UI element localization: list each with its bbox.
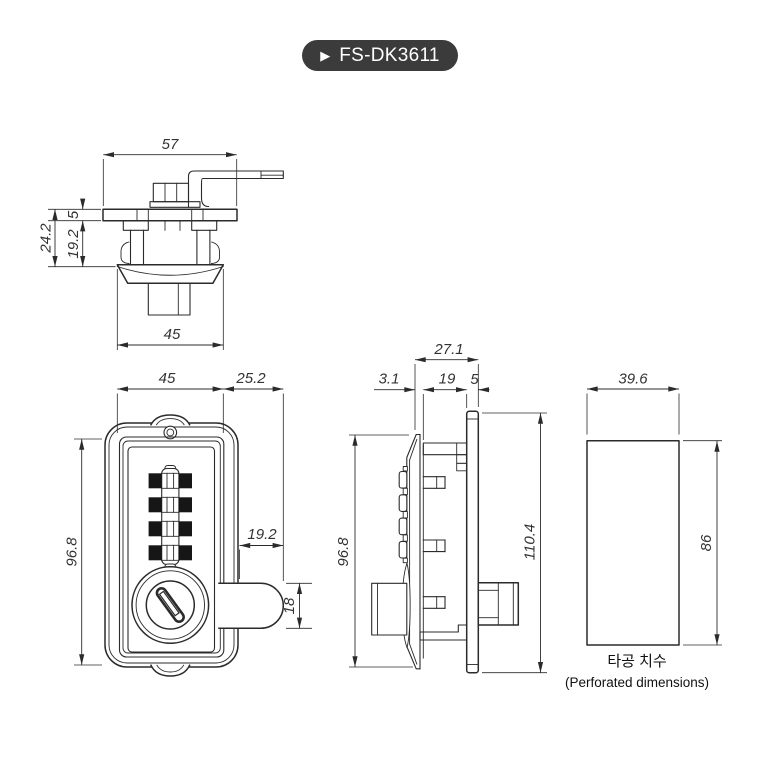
top-view: 57 [38,136,284,350]
dim-cutout-height: 86 [698,534,715,551]
dim-front-latch-length: 19.2 [247,526,277,543]
mounting-plate [465,410,480,674]
lock-shell [104,414,239,677]
dim-top-flange-thickness: 5 [65,210,82,219]
cutout-caption-korean: 타공 치수 [607,653,666,670]
latch-bolt [218,582,285,630]
dim-top-nut-width: 45 [164,326,181,343]
flange-plate [102,208,238,222]
dial-row-2 [148,496,192,513]
dim-side-front-thickness: 3.1 [379,371,400,388]
latch-block-profile [477,581,520,626]
lock-body-top [120,220,220,266]
cam-arm [187,170,284,208]
model-number: FS-DK3611 [339,44,440,66]
combination-dials [148,465,192,571]
dim-cutout-width: 39.6 [618,371,648,388]
play-icon: ▶ [320,48,331,63]
dim-side-body-depth: 19 [439,371,456,388]
key-cylinder [131,565,210,645]
dim-front-latch-extension: 25.2 [235,370,266,387]
dim-side-total-depth: 27.1 [433,341,463,358]
dim-side-plate-height: 110.4 [522,524,539,560]
dim-front-latch-height: 18 [281,597,298,614]
dial-wheels-profile [398,466,408,564]
spindle-nut [149,182,201,208]
dim-front-body-height: 96.8 [64,537,81,567]
cutout-caption-english: (Perforated dimensions) [565,675,709,690]
dim-front-body-width: 45 [159,370,176,387]
dim-top-overall-width: 57 [162,136,179,153]
model-badge: ▶ FS-DK3611 [302,40,458,71]
mounting-nut [116,263,225,285]
dim-side-plate-thickness: 5 [470,371,479,388]
cylinder-rotor-profile [371,582,408,636]
dim-top-total-height: 24.2 [38,223,55,254]
cutout-view: 39.6 86 타공 치수 (Perforated dimensions) [565,371,722,690]
dim-side-body-height: 96.8 [335,537,352,567]
dim-top-body-height: 19.2 [65,229,82,259]
dial-row-3 [148,520,192,537]
square-spindle [147,282,191,316]
front-view: 45 25.2 [64,370,312,677]
dial-row-4 [148,544,192,561]
key-slot [155,587,185,623]
cutout-rect [586,439,680,646]
dial-row-1 [148,472,192,489]
side-view: 27.1 3.1 19 5 [335,341,547,674]
